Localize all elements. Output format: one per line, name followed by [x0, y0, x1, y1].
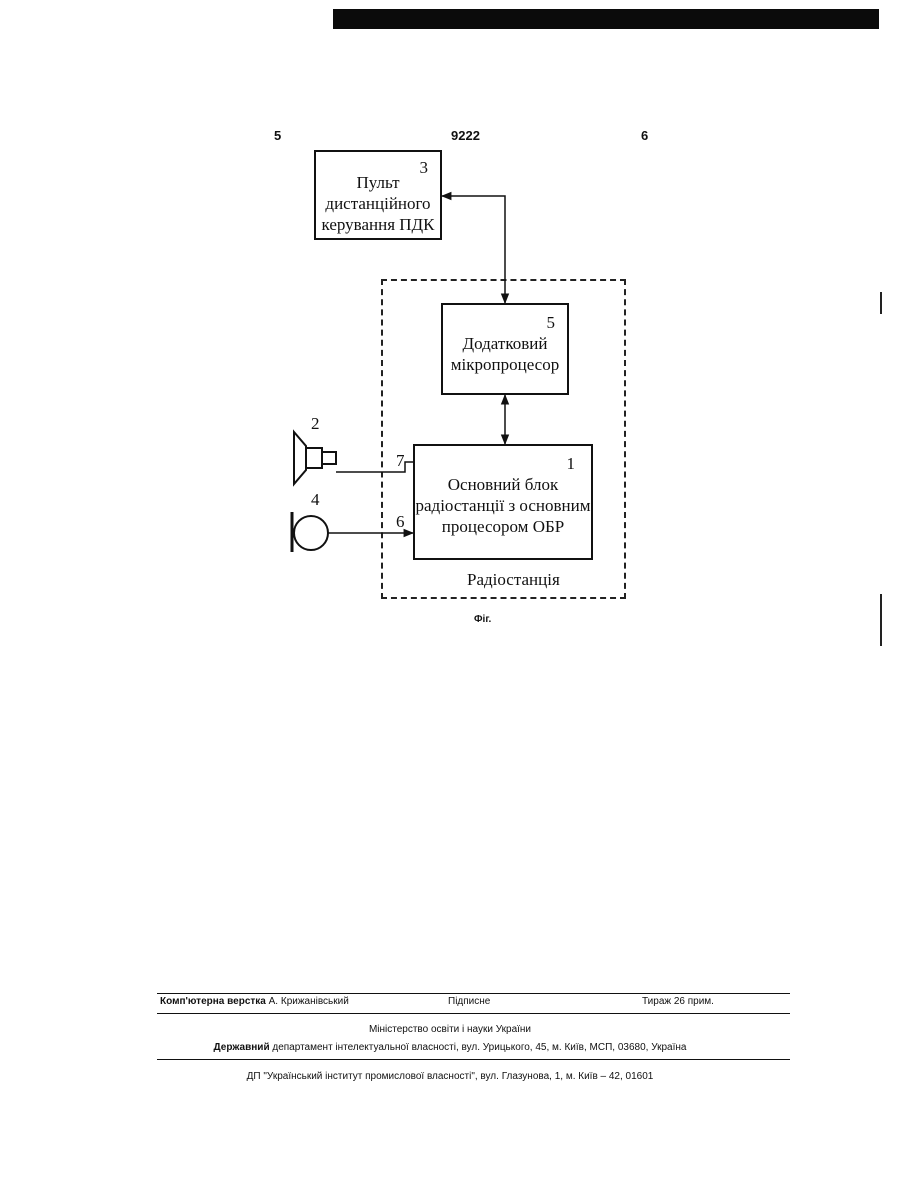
signed-label: Підписне — [448, 996, 490, 1007]
figure-caption: Фіг. — [474, 614, 491, 625]
department-rest: департамент інтелектуальної власності, в… — [272, 1042, 686, 1053]
microphone-number: 4 — [311, 490, 320, 510]
ministry-line: Міністерство освіти і науки України — [0, 1024, 900, 1035]
port-speaker-number: 7 — [396, 451, 405, 471]
institute-line: ДП "Український інститут промислової вла… — [0, 1071, 900, 1082]
remote-block-line: дистанційного — [316, 193, 440, 214]
microprocessor-block: 5 Додатковий мікропроцесор — [441, 303, 569, 395]
speaker-icon — [294, 432, 336, 484]
remote-control-block: 3 Пульт дистанційного керування ПДК — [314, 150, 442, 240]
link-remote-microprocessor — [442, 196, 505, 303]
layout-credit-label: Комп'ютерна верстка — [160, 996, 266, 1007]
main-unit-block: 1 Основний блок радіостанції з основним … — [413, 444, 593, 560]
microprocessor-block-number: 5 — [547, 313, 556, 333]
port-mic-number: 6 — [396, 512, 405, 532]
footer-rule-bottom — [157, 1059, 790, 1060]
main-unit-block-line: радіостанції з основним — [415, 495, 591, 516]
microprocessor-block-line: Додатковий — [443, 333, 567, 354]
layout-credit-name: А. Крижанівський — [269, 996, 349, 1007]
remote-block-line: Пульт — [316, 172, 440, 193]
microphone-icon — [292, 512, 328, 552]
department-line: Державний департамент інтелектуальної вл… — [0, 1042, 900, 1053]
main-unit-block-line: процесором ОБР — [415, 516, 591, 537]
layout-credit: Комп'ютерна верстка А. Крижанівський — [160, 996, 349, 1007]
speaker-number: 2 — [311, 414, 320, 434]
footer-rule-middle — [157, 1013, 790, 1014]
department-bold: Державний — [214, 1042, 270, 1053]
remote-block-line: керування ПДК — [316, 214, 440, 235]
microprocessor-block-line: мікропроцесор — [443, 354, 567, 375]
main-unit-block-line: Основний блок — [415, 474, 591, 495]
circulation-label: Тираж 26 прим. — [642, 996, 714, 1007]
main-unit-block-number: 1 — [567, 454, 576, 474]
radio-station-label: Радіостанція — [467, 570, 560, 590]
footer-rule-top — [157, 993, 790, 994]
